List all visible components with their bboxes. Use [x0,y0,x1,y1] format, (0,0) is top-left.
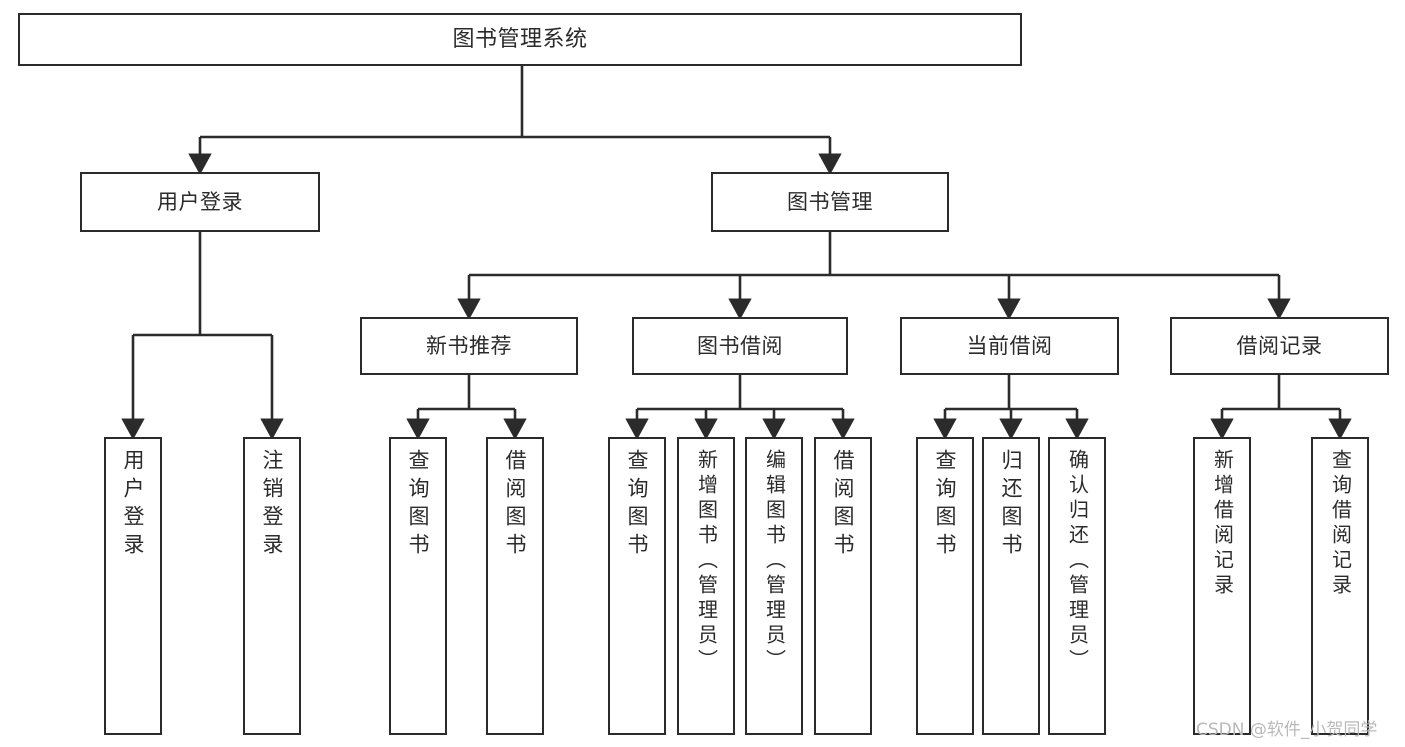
node-borrow-3[interactable]: 编辑图书（管理员） [745,437,803,735]
node-login[interactable]: 用户登录 [80,172,320,232]
node-label: 查询图书 [933,449,958,561]
node-current[interactable]: 当前借阅 [900,317,1119,375]
node-records[interactable]: 借阅记录 [1170,317,1389,375]
node-newbook-2[interactable]: 借阅图书 [486,437,544,735]
node-label: 借阅图书 [503,449,528,561]
node-label: 新增借阅记录 [1210,449,1235,599]
watermark: CSDN @软件_小贺同学 [1196,720,1378,740]
node-label: 图书管理系统 [452,26,588,52]
node-label: 当前借阅 [966,333,1053,358]
node-borrow-2[interactable]: 新增图书（管理员） [677,437,735,735]
node-records-1[interactable]: 新增借阅记录 [1193,437,1251,735]
node-label: 查询图书 [406,449,431,561]
node-login-2[interactable]: 注销登录 [243,437,301,735]
node-label: 用户登录 [157,189,243,214]
node-label: 确认归还（管理员） [1065,449,1090,674]
node-login-1[interactable]: 用户登录 [104,437,162,735]
node-current-1[interactable]: 查询图书 [916,437,974,735]
node-label: 用户登录 [121,449,146,561]
node-label: 新增图书（管理员） [694,449,719,674]
node-label: 归还图书 [999,449,1024,561]
node-borrow[interactable]: 图书借阅 [632,317,848,375]
node-bookmgmt[interactable]: 图书管理 [711,172,949,232]
node-label: 编辑图书（管理员） [762,449,787,674]
node-newbook-1[interactable]: 查询图书 [389,437,447,735]
node-label: 借阅记录 [1236,333,1323,358]
node-current-2[interactable]: 归还图书 [982,437,1040,735]
node-current-3[interactable]: 确认归还（管理员） [1048,437,1106,735]
node-borrow-1[interactable]: 查询图书 [608,437,666,735]
node-label: 查询图书 [625,449,650,561]
node-label: 注销登录 [260,449,285,561]
node-label: 查询借阅记录 [1328,449,1353,599]
node-borrow-4[interactable]: 借阅图书 [814,437,872,735]
node-label: 新书推荐 [426,333,512,358]
node-label: 借阅图书 [831,449,856,561]
node-newbook[interactable]: 新书推荐 [360,317,578,375]
node-label: 图书借阅 [697,333,783,358]
node-records-2[interactable]: 查询借阅记录 [1311,437,1369,735]
node-label: 图书管理 [787,189,873,214]
node-root[interactable]: 图书管理系统 [18,13,1022,66]
